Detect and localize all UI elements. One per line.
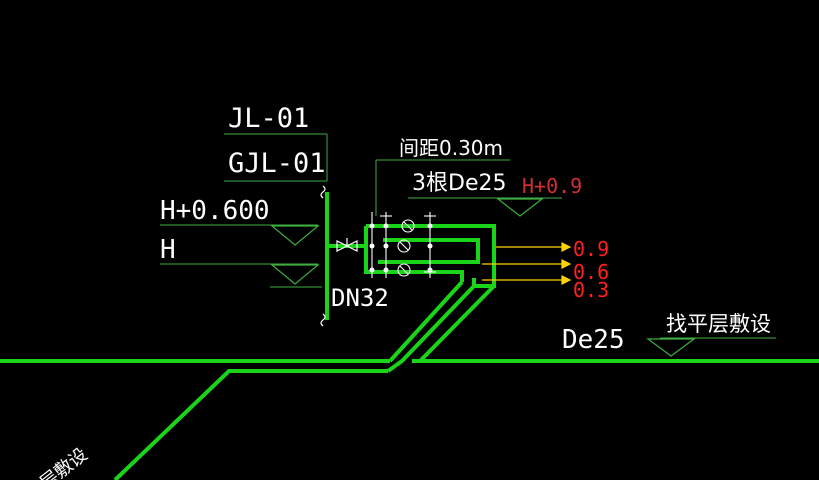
gauge-icon-1 [401,219,415,233]
pipe-label-de25: De25 [562,325,625,355]
elevation-marker-4 [646,338,696,357]
elevation-label-h: H [160,235,176,265]
elevation-marker-1 [270,225,320,246]
diagonal-branch-pipe [113,369,388,480]
outlet-arrows [482,242,572,285]
main-pipe-lines [0,192,819,480]
drop-pipe-2 [386,284,476,373]
drop-pipe-1 [418,284,496,363]
valve-icon [336,238,358,252]
outlet-height-09: 0.9 [573,237,609,261]
manifold-fittings [371,212,436,278]
outlet-height-03: 0.3 [573,278,609,302]
riser-end-caps [320,185,326,327]
elevation-marker-2 [270,264,320,285]
elevation-label-h09: H+0.9 [522,174,582,198]
manifold-inner-loop [378,238,480,264]
outlet-height-06: 0.6 [573,260,609,284]
leader-lines [160,133,776,339]
gauge-icon-3 [397,263,411,277]
fitting-dots [369,223,433,273]
pipe-count-label: 3根De25 [412,171,506,196]
elevation-markers [270,198,696,357]
spacing-label: 间距0.30m [399,136,503,160]
pipe-size-label-dn32: DN32 [331,284,389,312]
floor-laying-label: 找平层敷设 [666,312,771,336]
floor-laying-label-rotated: 层敷设 [36,444,91,480]
riser-label-gjl: GJL-01 [228,148,326,179]
riser-label-jl: JL-01 [228,103,309,134]
gauge-icon-2 [397,239,411,253]
drop-pipe-3 [388,280,464,363]
elevation-marker-3 [496,198,544,217]
manifold-middle-loop [364,226,464,282]
elevation-label-h600: H+0.600 [160,196,270,226]
